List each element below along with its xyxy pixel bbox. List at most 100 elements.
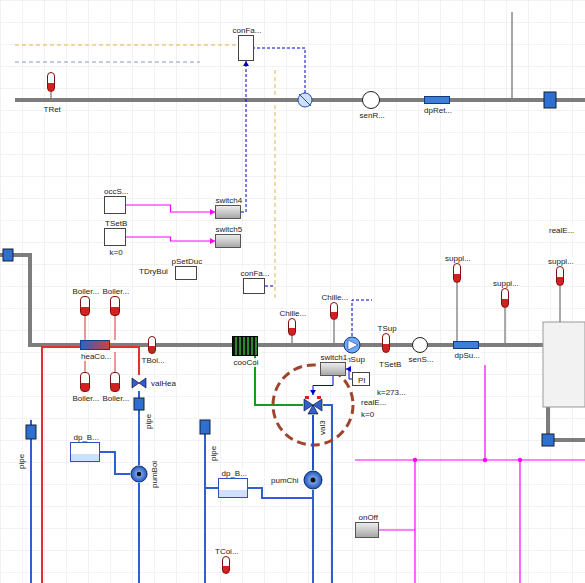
icon-graphic <box>303 470 323 490</box>
component-label: dp_B... <box>221 469 248 478</box>
schematic-part <box>51 92 52 98</box>
schematic-part <box>205 487 218 489</box>
icon-part <box>132 378 139 388</box>
temperature-sensor: Chille... <box>330 302 338 320</box>
temperature-sensor: suppl... <box>453 263 461 283</box>
control-block: occS... <box>104 196 126 214</box>
icon-part <box>311 478 316 483</box>
component-label: pumChi <box>270 476 300 485</box>
pipe-label: pipe <box>209 445 218 462</box>
schematic-part <box>312 490 314 583</box>
hot-water-pipe <box>42 347 139 583</box>
temperature-sensor: Boiler... <box>110 296 120 316</box>
signal-label: k=273... <box>376 388 407 397</box>
component-label: pumBoi <box>150 459 159 488</box>
signal-bus <box>355 365 585 583</box>
component-label: suppl... <box>547 257 575 266</box>
component-label: val3 <box>318 419 327 436</box>
three-way-valve: val3 <box>303 395 323 415</box>
water-pipe <box>31 391 332 583</box>
signal-label: TSetB <box>378 360 402 369</box>
schematic-part <box>42 347 80 583</box>
schematic-part <box>457 283 458 343</box>
schematic-part <box>115 316 116 340</box>
damper-symbol <box>298 93 312 107</box>
component-label: valHea <box>150 379 177 388</box>
pump-symbol: pumChi <box>303 470 323 490</box>
fan-symbol: fanSup <box>342 336 362 354</box>
control-block: TSetBk=0 <box>104 228 126 246</box>
component-label: conFa... <box>232 26 263 35</box>
signal-label: k=0 <box>360 410 375 419</box>
schematic-part <box>484 365 485 460</box>
pipe-symbol <box>26 398 210 439</box>
schematic-part <box>292 336 293 343</box>
signal-line <box>15 62 200 63</box>
coil-symbol: cooCoi <box>232 336 258 356</box>
schematic-part <box>544 92 556 108</box>
component-label: senS... <box>408 355 435 364</box>
component-label: Chille... <box>279 309 308 318</box>
component-label: Boiler... <box>102 287 131 296</box>
component-label: senR... <box>359 111 386 120</box>
icon-part <box>344 337 360 353</box>
connector-line <box>241 61 246 212</box>
connector-line <box>312 415 314 470</box>
component-label: dp_B... <box>73 433 100 442</box>
schematic-part <box>265 286 275 287</box>
component-label: dpSu... <box>454 351 481 360</box>
schematic-part <box>560 286 561 322</box>
fluid-port <box>3 92 556 446</box>
control-block: conFa... <box>238 35 254 61</box>
icon-part <box>348 340 358 350</box>
temperature-sensor: Chille... <box>288 318 296 336</box>
switch-block: switch5 <box>215 234 241 248</box>
signal-label: realE... <box>548 226 575 235</box>
schematic-part <box>248 488 313 498</box>
component-label: pSetDuc <box>171 257 204 266</box>
temperature-sensor: suppl... <box>501 288 509 308</box>
component-label: cooCoi <box>233 358 260 367</box>
component-label: TSetB <box>104 219 128 228</box>
schematic-part <box>413 458 417 462</box>
component-label: Boiler... <box>102 394 131 403</box>
switch-block: onOff <box>355 522 379 538</box>
connector <box>310 376 333 395</box>
icon-part <box>308 405 318 414</box>
temperature-sensor: Boiler... <box>80 296 90 316</box>
temperature-sensor: Boiler... <box>80 372 90 392</box>
schematic-part <box>483 458 487 462</box>
schematic-part <box>379 529 415 530</box>
temperature-sensor: Boiler... <box>110 372 120 392</box>
schematic-part <box>352 300 372 336</box>
weather-signal <box>15 45 275 300</box>
schematic-part <box>3 249 13 261</box>
schematic-part <box>30 420 32 583</box>
connector <box>313 415 314 470</box>
component-label: Boiler... <box>72 394 101 403</box>
schematic-part <box>355 459 585 460</box>
junction-dot <box>413 458 522 462</box>
schematic-part <box>138 483 140 583</box>
switch-block: switch4 <box>215 205 241 219</box>
schematic-part <box>100 452 130 474</box>
schematic-part <box>0 255 545 345</box>
signal-label: TDryBul <box>138 267 169 276</box>
schematic-part <box>254 48 305 93</box>
component-label: switch5 <box>215 225 244 234</box>
temperature-sensor: TSup <box>382 333 390 353</box>
temperature-sensor: suppl... <box>556 266 564 286</box>
component-label: suppl... <box>492 279 520 288</box>
connector <box>241 61 249 212</box>
component-label: onOff <box>358 513 379 522</box>
component-label: k=0 <box>109 248 124 257</box>
schematic-part <box>26 425 36 439</box>
pump-symbol: pumBoi <box>130 465 148 483</box>
component-label: suppl... <box>444 254 472 263</box>
icon-graphic <box>303 395 323 415</box>
component-label: TBoi... <box>141 356 166 365</box>
connector-line <box>126 205 215 212</box>
schematic-part <box>275 70 276 300</box>
air-duct <box>0 100 585 440</box>
